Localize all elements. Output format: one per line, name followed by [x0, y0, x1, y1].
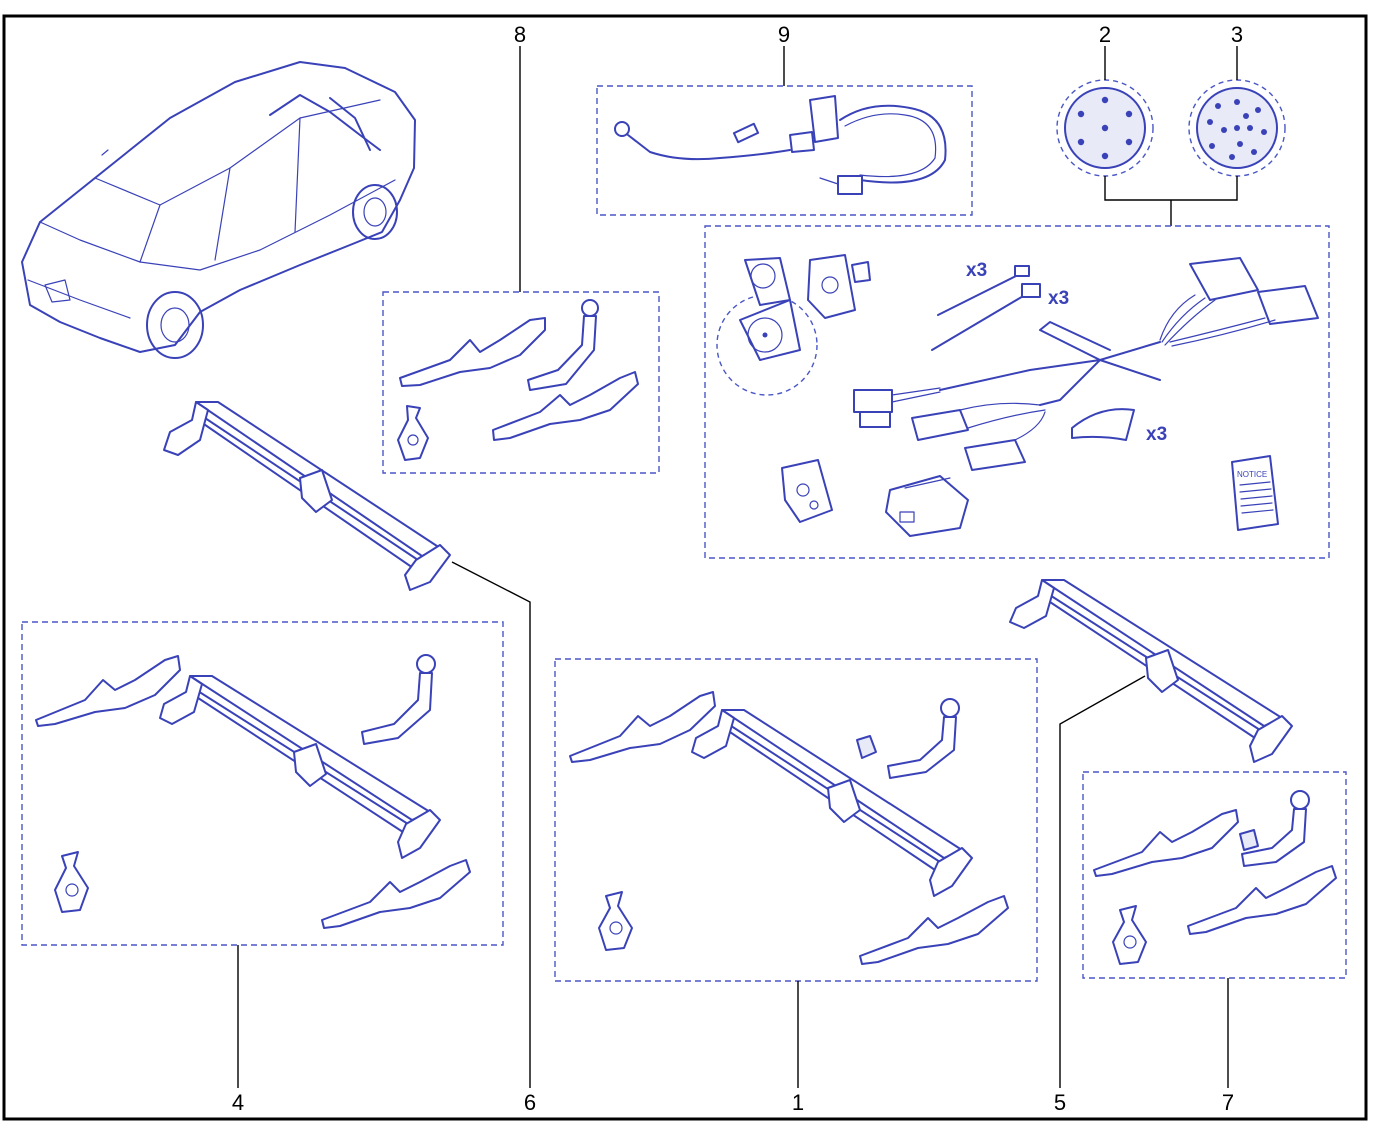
notice-label: NOTICE [1237, 470, 1267, 479]
quantity-cable-tie-large: x3 [1048, 288, 1069, 309]
callout-2: 2 [1099, 22, 1111, 47]
hardware-bag-icon [781, 459, 833, 523]
side-bracket-icon [1093, 809, 1337, 935]
side-bracket-icon [35, 655, 471, 929]
socket-7-pin-icon [716, 254, 871, 396]
kit-box-4 [21, 621, 504, 946]
hardware-bag-icon [1112, 905, 1147, 965]
adapter-cable-icon [614, 95, 947, 195]
callout-5: 5 [1054, 1090, 1066, 1115]
callout-4: 4 [232, 1090, 244, 1115]
kit-box-9 [596, 85, 973, 216]
callout-8: 8 [514, 22, 526, 47]
side-bracket-icon [569, 691, 1009, 965]
hardware-bag-icon [598, 891, 633, 951]
cable-tie-icon [931, 265, 1041, 351]
leader-5 [1059, 675, 1146, 1088]
tow-bar-crossmember-icon [159, 675, 441, 859]
callout-7: 7 [1222, 1090, 1234, 1115]
tow-ball-icon [527, 299, 599, 391]
socket-13-pin-icon [1188, 79, 1286, 177]
callout-1: 1 [792, 1090, 804, 1115]
callout-9: 9 [778, 22, 790, 47]
car-icon [21, 61, 416, 359]
diagram-frame [2, 14, 1368, 1121]
tow-bar-crossmember-icon [691, 709, 973, 897]
hardware-bag-icon [54, 851, 89, 913]
callout-3: 3 [1231, 22, 1243, 47]
socket-bracket-leader [1104, 176, 1238, 226]
kit-box-wiring [704, 225, 1330, 559]
kit-box-7 [1082, 771, 1347, 979]
wiring-harness-icon [853, 257, 1319, 471]
socket-7-pin-icon [1056, 79, 1154, 177]
tow-bar-crossmember-icon [1009, 579, 1293, 763]
hardware-bag-icon [397, 405, 429, 461]
tow-ball-icon [856, 698, 960, 779]
callout-6: 6 [524, 1090, 536, 1115]
electronic-module-icon [885, 475, 969, 537]
leader-6 [451, 561, 531, 1088]
kit-box-1 [554, 658, 1038, 982]
kit-box-8 [382, 291, 660, 474]
instruction-leaflet-icon: NOTICE [1231, 455, 1279, 531]
quantity-pad: x3 [1146, 424, 1167, 445]
quantity-cable-tie-small: x3 [966, 260, 987, 281]
tow-ball-icon [1239, 790, 1310, 867]
side-bracket-icon [399, 317, 639, 441]
tow-bar-crossmember-icon [163, 401, 451, 591]
tow-ball-icon [361, 654, 436, 745]
